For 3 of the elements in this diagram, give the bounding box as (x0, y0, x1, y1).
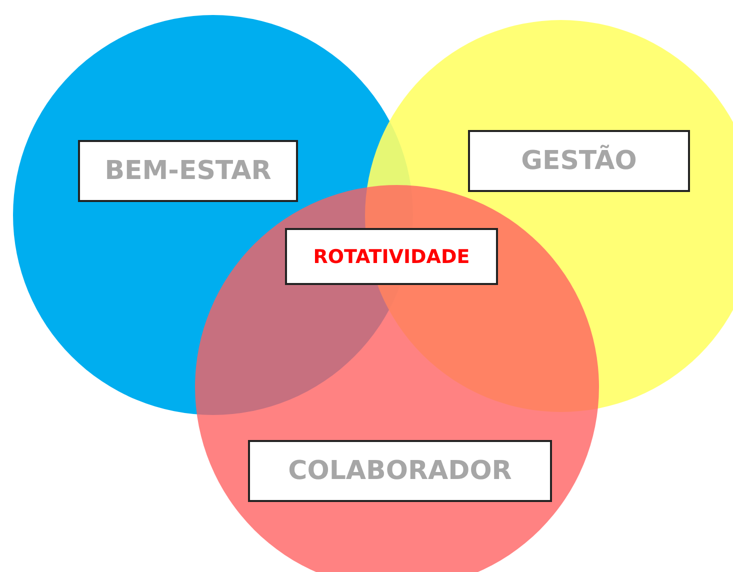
set-label: BEM-ESTAR (78, 140, 298, 202)
set-label: GESTÃO (468, 130, 690, 192)
set-label: COLABORADOR (248, 440, 552, 502)
